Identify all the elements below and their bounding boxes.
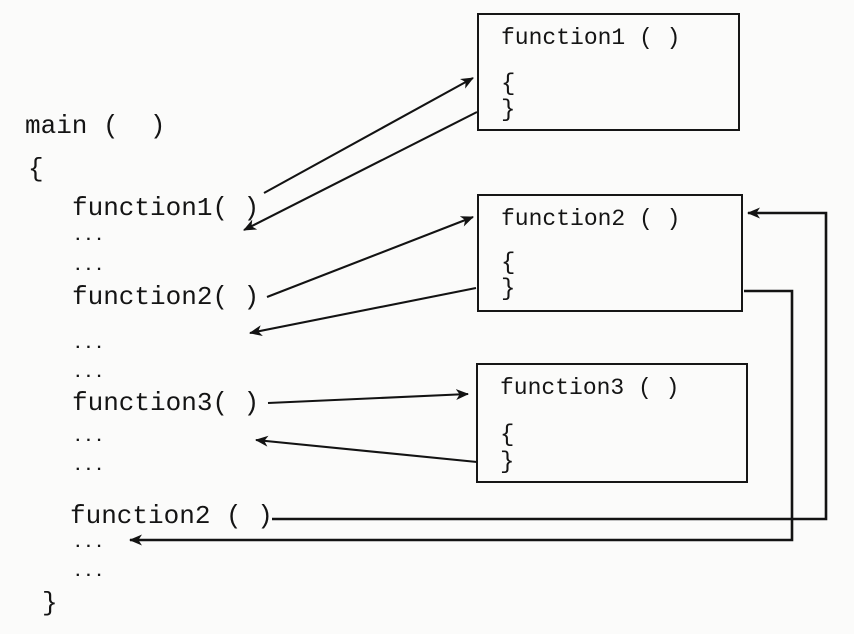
function1-box-close-brace: } [501,97,516,124]
function3-box-open-brace: { [500,422,515,449]
main-call-function1: function1( ) [72,193,260,223]
call-arrow-function1 [263,77,474,194]
ellipsis-line: ... [73,257,105,275]
function3-box-close-brace: } [500,449,515,476]
main-header: main ( ) [25,111,166,141]
function2-definition-box: function2 ( ) { } [477,194,743,312]
function1-box-title: function1 ( ) [501,25,681,51]
function1-definition-box: function1 ( ) { } [477,13,740,131]
main-call-function3: function3( ) [72,388,260,418]
return-arrow-function3 [255,435,478,464]
ellipsis-line: ... [73,227,105,245]
return-arrow-function1 [243,111,478,231]
main-close-brace: } [42,588,58,618]
ellipsis-line: ... [73,428,105,446]
ellipsis-line: ... [73,563,105,581]
ellipsis-line: ... [73,364,105,382]
function3-definition-box: function3 ( ) { } [476,363,748,483]
function1-box-open-brace: { [501,71,516,98]
main-open-brace: { [28,154,44,184]
function3-box-title: function3 ( ) [500,375,680,401]
main-call-function2-first: function2( ) [72,282,260,312]
function2-box-open-brace: { [501,250,516,277]
function2-box-title: function2 ( ) [501,206,681,232]
ellipsis-line: ... [73,457,105,475]
call-arrow-function2-first [266,216,474,298]
function2-box-close-brace: } [501,276,516,303]
call-arrow-function3 [267,389,469,405]
ellipsis-line: ... [73,335,105,353]
main-call-function2-second: function2 ( ) [70,501,273,531]
ellipsis-line: ... [73,534,105,552]
return-arrow-function2-first [249,286,477,337]
